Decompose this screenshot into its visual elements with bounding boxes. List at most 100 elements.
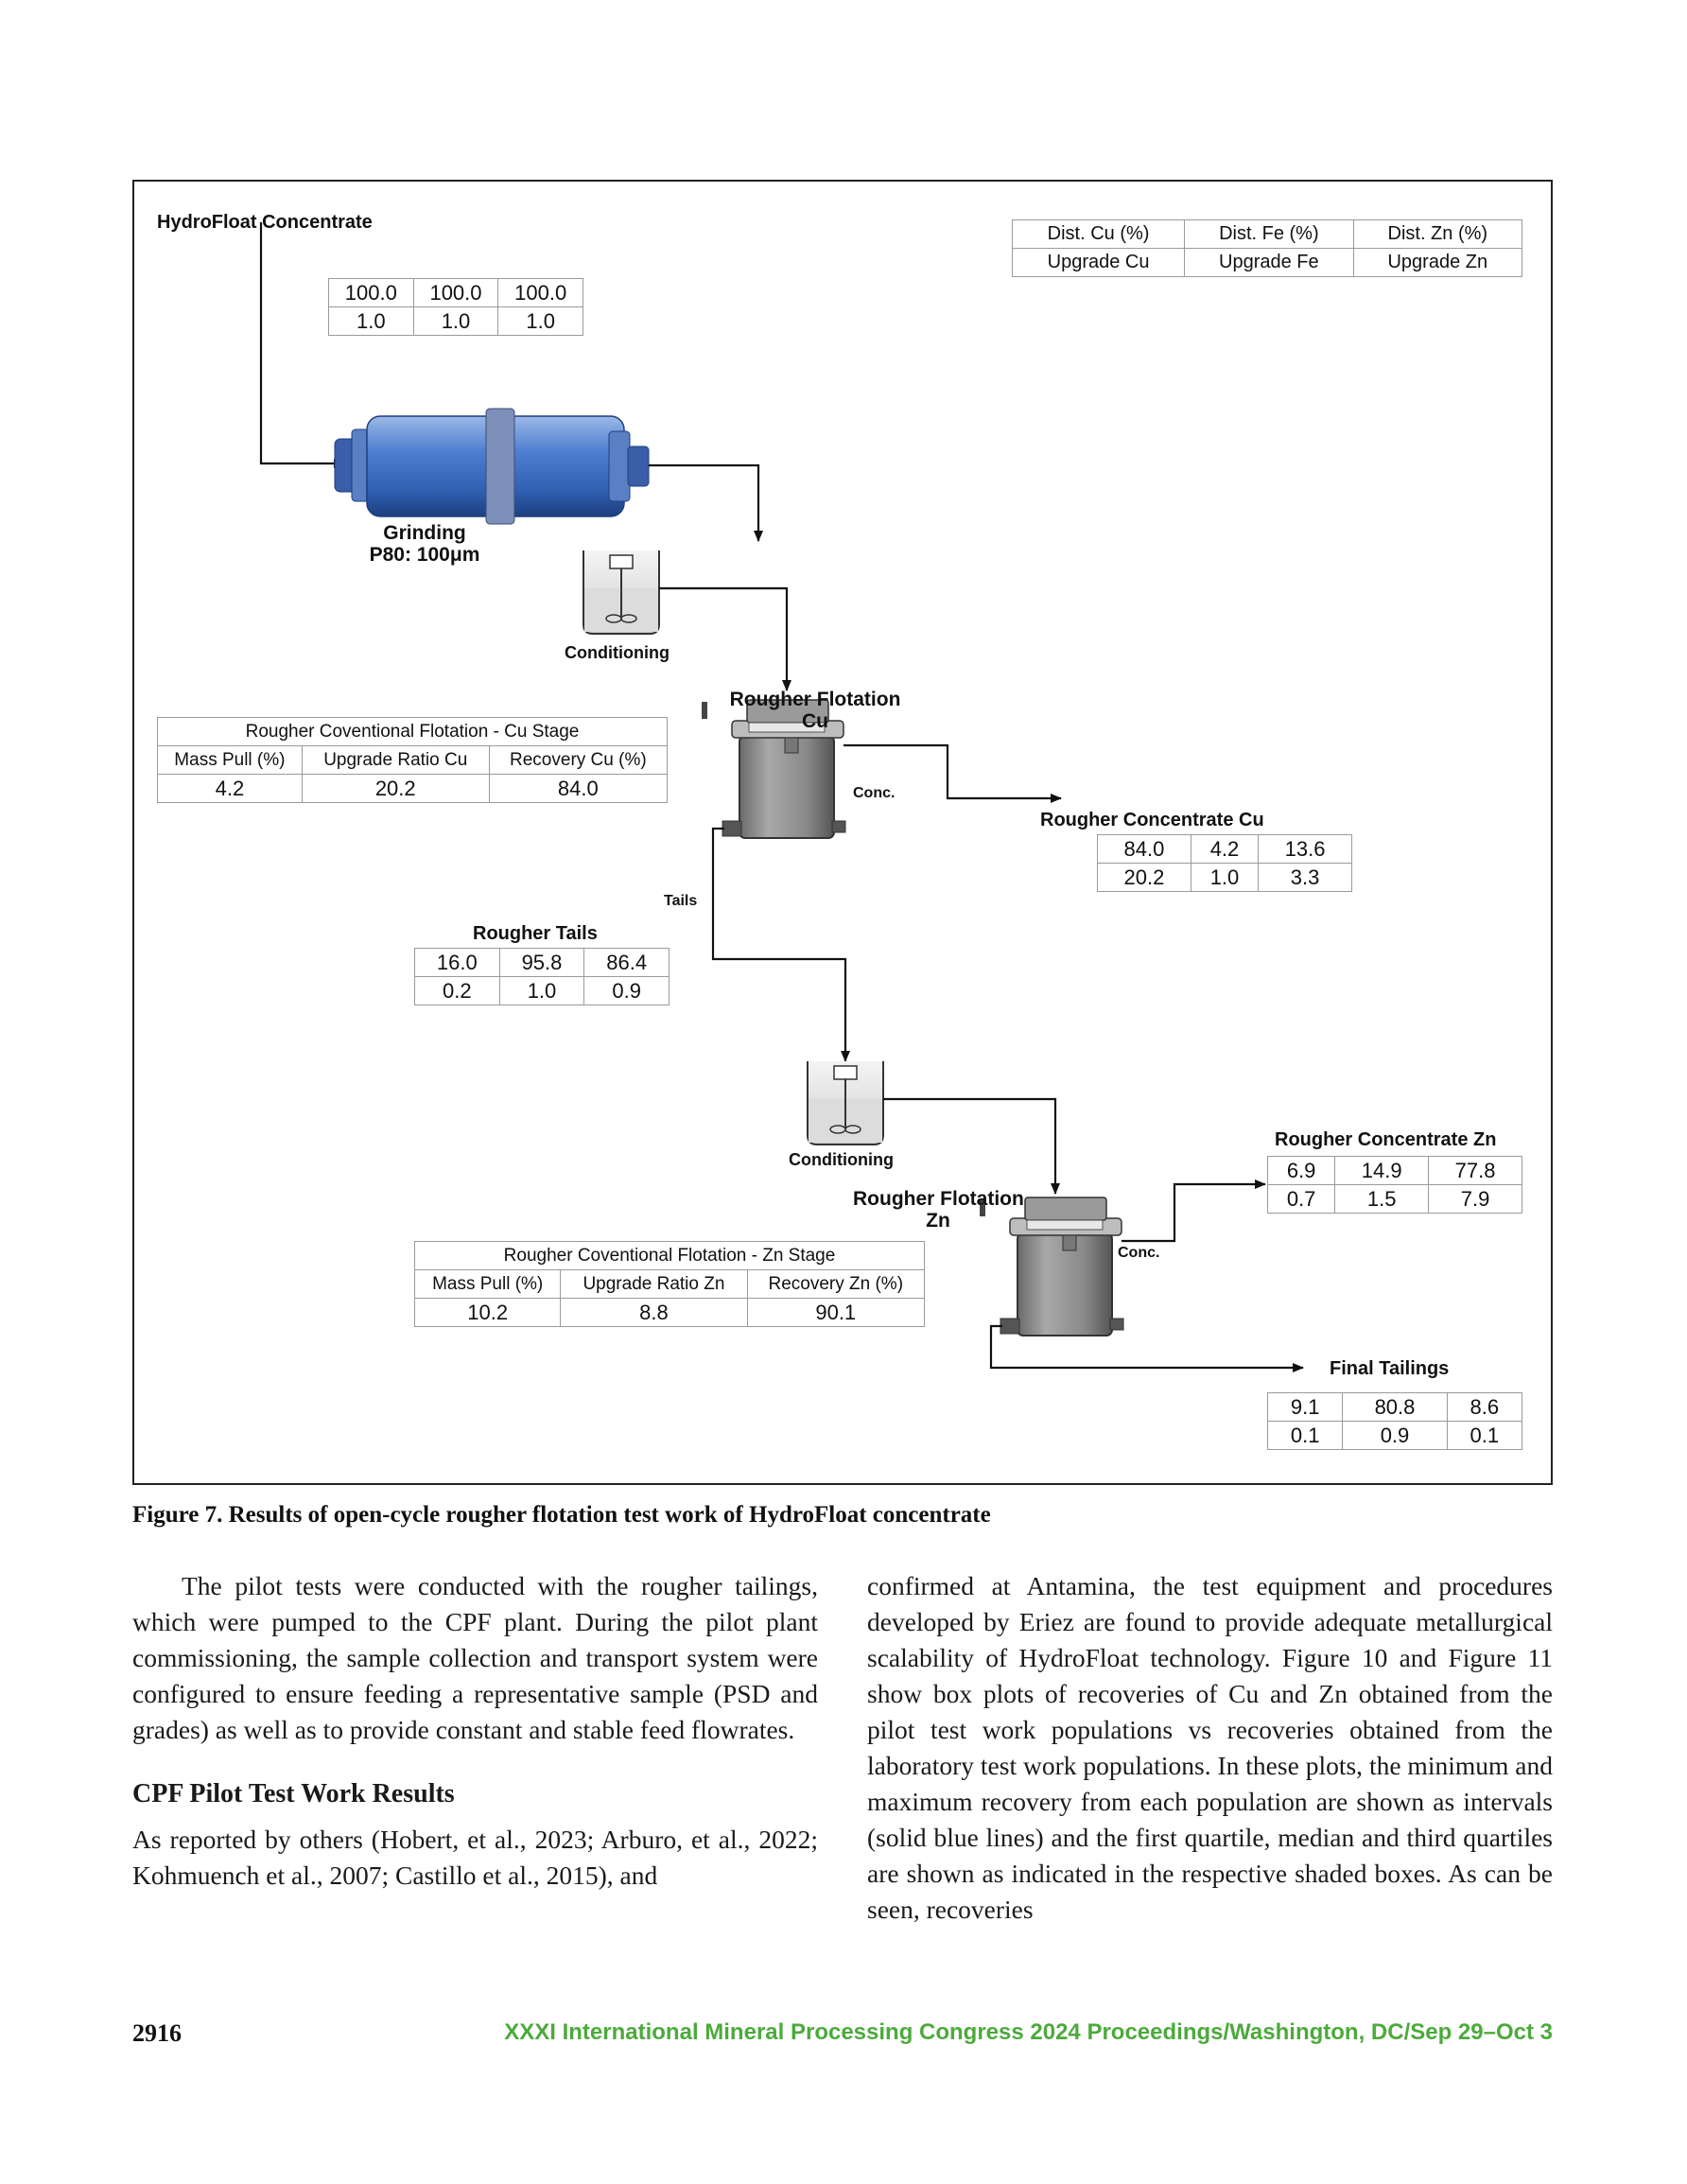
rougher-conc-zn-upgrade-cu: 0.7 <box>1266 1184 1336 1214</box>
rougher-conc-cu-dist-row: 84.0 4.2 13.6 <box>1097 834 1352 864</box>
legend-row-2: Upgrade Cu Upgrade Fe Upgrade Zn <box>1011 248 1523 277</box>
feed-dist-zn: 100.0 <box>497 278 583 307</box>
figure-frame: HydroFloat Concentrate Grinding P80: 100… <box>132 180 1553 1485</box>
zn-stage-header-row: Mass Pull (%) Upgrade Ratio Zn Recovery … <box>413 1269 926 1299</box>
zn-stage-header-upgrade: Upgrade Ratio Zn <box>560 1269 748 1299</box>
rougher-tails-dist-row: 16.0 95.8 86.4 <box>414 948 670 977</box>
final-tailings-upgrade-row: 0.1 0.9 0.1 <box>1266 1421 1523 1450</box>
figure-caption: Figure 7. Results of open-cycle rougher … <box>132 1502 991 1528</box>
zn-concentrate-line <box>1122 1179 1266 1243</box>
body-column-left: The pilot tests were conducted with the … <box>132 1568 818 1894</box>
feed-line <box>259 222 345 468</box>
rougher-conc-cu-label: Rougher Concentrate Cu <box>1040 810 1264 830</box>
conditioning-2-to-rougher-zn-line <box>883 1097 1060 1195</box>
cu-stage-header-recovery: Recovery Cu (%) <box>488 745 669 775</box>
rougher-tails-upgrade-fe: 1.0 <box>498 976 585 1005</box>
feed-dist-cu: 100.0 <box>328 278 414 307</box>
feed-upgrade-fe: 1.0 <box>412 306 499 336</box>
zn-stage-header-mass-pull: Mass Pull (%) <box>413 1269 562 1299</box>
final-tailings-dist-row: 9.1 80.8 8.6 <box>1266 1392 1523 1422</box>
rougher-cu-label: Rougher Flotation Cu <box>721 689 910 732</box>
rougher-conc-cu-dist-fe: 4.2 <box>1190 834 1260 864</box>
page-number: 2916 <box>132 2019 182 2047</box>
rougher-cu-label-line2: Cu <box>802 710 828 732</box>
conditioning-2-label: Conditioning <box>789 1150 894 1169</box>
zn-stage-value-row: 10.2 8.8 90.1 <box>413 1298 926 1327</box>
rougher-conc-cu-upgrade-row: 20.2 1.0 3.3 <box>1097 863 1352 892</box>
final-tailings-upgrade-fe: 0.9 <box>1342 1421 1448 1450</box>
final-tailings-dist-cu: 9.1 <box>1266 1392 1344 1422</box>
feed-label: HydroFloat Concentrate <box>157 212 373 233</box>
grinding-label: Grinding P80: 100μm <box>344 522 505 566</box>
grinding-label-line1: Grinding <box>383 522 466 544</box>
rougher-conc-zn-upgrade-fe: 1.5 <box>1334 1184 1430 1214</box>
legend-dist-cu: Dist. Cu (%) <box>1011 219 1186 249</box>
legend-upgrade-cu: Upgrade Cu <box>1011 248 1186 277</box>
cu-stage-title-row: Rougher Coventional Flotation - Cu Stage <box>157 717 668 746</box>
rougher-tails-upgrade-cu: 0.2 <box>414 976 500 1005</box>
rougher-conc-cu-upgrade-cu: 20.2 <box>1097 863 1191 892</box>
grinding-label-line2: P80: 100μm <box>369 544 480 566</box>
rougher-conc-zn-upgrade-row: 0.7 1.5 7.9 <box>1266 1184 1522 1214</box>
flotation-cell-zn-icon <box>980 1197 1124 1337</box>
zn-stage-table: Rougher Coventional Flotation - Zn Stage… <box>413 1241 926 1327</box>
zn-stage-upgrade: 8.8 <box>560 1298 748 1327</box>
cu-stage-title: Rougher Coventional Flotation - Cu Stage <box>157 717 668 746</box>
conditioning-tank-1-icon <box>583 550 660 635</box>
rougher-conc-zn-label: Rougher Concentrate Zn <box>1275 1129 1497 1150</box>
final-tailings-line <box>989 1324 1304 1372</box>
legend-dist-fe: Dist. Fe (%) <box>1184 219 1354 249</box>
cu-conc-label: Conc. <box>853 785 896 801</box>
rougher-tails-dist-cu: 16.0 <box>414 948 500 977</box>
rougher-zn-label-line2: Zn <box>926 1210 950 1232</box>
legend-upgrade-fe: Upgrade Fe <box>1184 248 1354 277</box>
rougher-conc-cu-upgrade-fe: 1.0 <box>1190 863 1260 892</box>
zn-conc-label: Conc. <box>1118 1245 1160 1261</box>
cu-stage-table: Rougher Coventional Flotation - Cu Stage… <box>157 717 669 803</box>
paragraph-antamina: confirmed at Antamina, the test equipmen… <box>867 1571 1553 1924</box>
cu-stage-value-row: 4.2 20.2 84.0 <box>157 774 669 803</box>
legend-dist-zn: Dist. Zn (%) <box>1352 219 1523 249</box>
feed-dist-row: 100.0 100.0 100.0 <box>328 278 583 307</box>
rougher-conc-cu-table: 84.0 4.2 13.6 20.2 1.0 3.3 <box>1097 834 1352 892</box>
flotation-cell-cu-icon <box>702 699 846 839</box>
rougher-conc-zn-dist-fe: 14.9 <box>1334 1156 1430 1185</box>
cu-stage-recovery: 84.0 <box>488 774 669 803</box>
zn-stage-title-row: Rougher Coventional Flotation - Zn Stage <box>414 1241 925 1270</box>
section-heading: CPF Pilot Test Work Results <box>132 1779 455 1808</box>
legend-table: Dist. Cu (%) Dist. Fe (%) Dist. Zn (%) U… <box>1011 219 1523 277</box>
rougher-tails-dist-zn: 86.4 <box>583 948 670 977</box>
rougher-zn-label: Rougher Flotation Zn <box>853 1188 1024 1232</box>
final-tailings-label: Final Tailings <box>1330 1358 1450 1379</box>
final-tailings-upgrade-cu: 0.1 <box>1266 1421 1344 1450</box>
cu-stage-mass-pull: 4.2 <box>157 774 303 803</box>
legend-row-1: Dist. Cu (%) Dist. Fe (%) Dist. Zn (%) <box>1011 219 1523 249</box>
rougher-conc-cu-dist-zn: 13.6 <box>1258 834 1352 864</box>
rougher-tails-upgrade-zn: 0.9 <box>583 976 670 1005</box>
rougher-conc-zn-upgrade-zn: 7.9 <box>1428 1184 1522 1214</box>
zn-stage-header-recovery: Recovery Zn (%) <box>746 1269 926 1299</box>
feed-upgrade-cu: 1.0 <box>328 306 414 336</box>
rougher-conc-cu-dist-cu: 84.0 <box>1097 834 1191 864</box>
feed-upgrade-zn: 1.0 <box>497 306 583 336</box>
cu-stage-header-upgrade: Upgrade Ratio Cu <box>301 745 490 775</box>
flowsheet-diagram <box>259 222 1304 1372</box>
zn-stage-mass-pull: 10.2 <box>413 1298 562 1327</box>
conditioning-tank-2-icon <box>807 1061 884 1145</box>
journal-footer: XXXI International Mineral Processing Co… <box>504 2019 1553 2045</box>
cu-stage-header-row: Mass Pull (%) Upgrade Ratio Cu Recovery … <box>157 745 669 775</box>
rougher-conc-cu-upgrade-zn: 3.3 <box>1258 863 1352 892</box>
zn-stage-recovery: 90.1 <box>746 1298 926 1327</box>
rougher-tails-table: 16.0 95.8 86.4 0.2 1.0 0.9 <box>414 948 670 1005</box>
final-tailings-dist-fe: 80.8 <box>1342 1392 1448 1422</box>
final-tailings-upgrade-zn: 0.1 <box>1446 1421 1523 1450</box>
grinding-mill-to-conditioning-1-line <box>649 465 758 541</box>
rougher-conc-zn-dist-cu: 6.9 <box>1266 1156 1336 1185</box>
rougher-tails-dist-fe: 95.8 <box>498 948 585 977</box>
feed-table: 100.0 100.0 100.0 1.0 1.0 1.0 <box>328 278 583 336</box>
cu-tails-label: Tails <box>664 893 698 909</box>
grinding-mill-icon <box>334 408 650 525</box>
zn-stage-title: Rougher Coventional Flotation - Zn Stage <box>414 1241 925 1270</box>
rougher-tails-label: Rougher Tails <box>473 923 598 944</box>
cu-tails-line <box>711 827 850 1062</box>
